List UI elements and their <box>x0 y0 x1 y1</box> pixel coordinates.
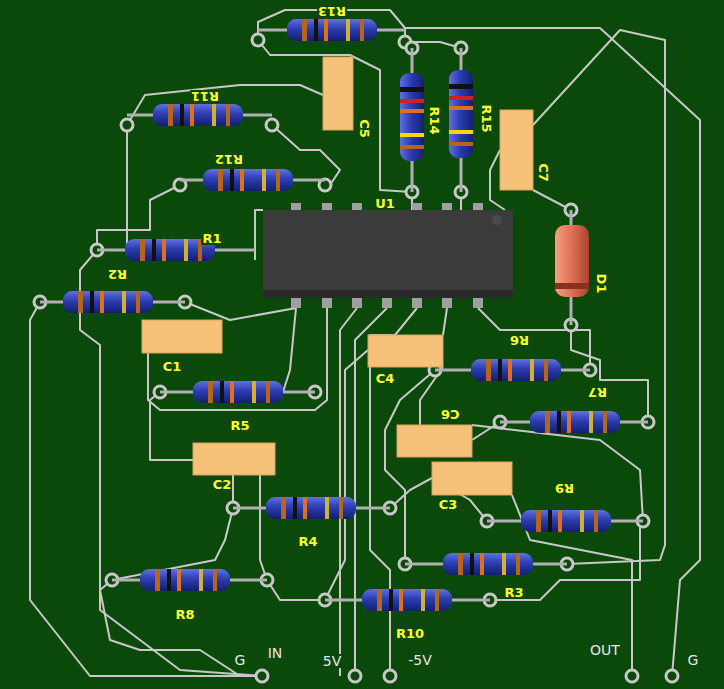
part-designator: C2 <box>212 478 233 491</box>
connector-label: -5V <box>407 653 433 667</box>
part-designator: R9 <box>554 482 575 495</box>
part-designator: R8 <box>174 608 195 621</box>
connector-label: G <box>687 653 700 667</box>
part-designator: R6 <box>509 334 530 347</box>
part-designator: C4 <box>375 372 396 385</box>
part-designator: C7 <box>537 162 550 183</box>
part-designator: R10 <box>395 627 425 640</box>
part-designator: R11 <box>190 90 220 103</box>
connector-label: OUT <box>589 643 621 657</box>
part-designator: R2 <box>107 268 128 281</box>
part-designator: R15 <box>479 103 492 133</box>
part-designator: R7 <box>587 386 608 399</box>
part-designator: R13 <box>317 5 347 18</box>
part-designator: C1 <box>162 360 183 373</box>
part-designator: R1 <box>201 232 222 245</box>
part-designator: C6 <box>440 408 461 421</box>
part-designator: R12 <box>214 153 244 166</box>
part-designator: C5 <box>358 118 371 139</box>
connector-label: G <box>234 653 247 667</box>
part-designator: R14 <box>427 105 440 135</box>
part-designator: R5 <box>229 419 250 432</box>
part-designator: R3 <box>503 586 524 599</box>
connector-label: 5V <box>322 654 342 668</box>
part-designator: D1 <box>596 272 609 294</box>
part-designator: R4 <box>297 535 318 548</box>
connector-label: IN <box>267 646 284 660</box>
part-designator: U1 <box>374 197 396 210</box>
part-designator: C3 <box>438 498 459 511</box>
